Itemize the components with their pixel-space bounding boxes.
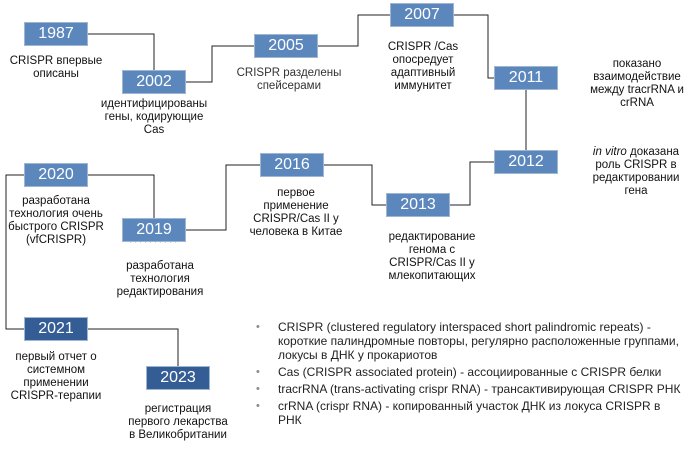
definition-text: tracrRNA (trans-activating crispr RNA) -… <box>278 382 681 396</box>
event-text-2005: CRISPR разделены спейсерами <box>236 67 342 92</box>
connector-2020-2021 <box>5 174 24 330</box>
year-box-2021: 2021 <box>24 317 88 341</box>
event-text-2012: in vitro доказана роль CRISPR в редактир… <box>584 146 688 198</box>
bullet-icon: • <box>256 400 260 412</box>
year-box-2020: 2020 <box>24 163 88 187</box>
year-box-2007: 2007 <box>390 3 454 27</box>
year-box-2016: 2016 <box>260 153 324 177</box>
year-box-2005: 2005 <box>254 34 318 58</box>
year-box-2023: 2023 <box>146 366 210 390</box>
event-text-2007: CRISPR /Cas опосредует адаптивный иммуни… <box>387 41 459 92</box>
year-box-2012: 2012 <box>494 150 558 174</box>
event-text-2012-rest: доказана роль CRISPR в редактировании ге… <box>592 146 680 197</box>
event-text-2011: показано взаимодействие между tracrRNA и… <box>590 58 684 109</box>
definition-item-cas: • Cas (CRISPR associated protein) - ассоц… <box>252 365 684 379</box>
connector-1987-2002 <box>88 33 155 70</box>
year-box-1987: 1987 <box>24 22 88 46</box>
event-text-2020: разработана технология очень быстрого CR… <box>8 195 104 246</box>
connector-2005-2007 <box>318 14 390 47</box>
definition-text: CRISPR (clustered regulatory interspaced… <box>278 320 679 362</box>
connector-2019-2020 <box>88 174 155 218</box>
event-text-2019: разработана технология редактирования <box>116 260 204 298</box>
event-text-2002: идентифицированы гены, кодирующие Cas <box>100 98 208 136</box>
event-text-2021: первый отчет о системном применении CRIS… <box>10 351 102 402</box>
definition-item-tracrrna: • tracrRNA (trans-activating crispr RNA) … <box>252 382 684 396</box>
year-box-2019: 2019 <box>122 218 186 242</box>
connector-2002-2005 <box>186 45 254 83</box>
connector-2013-2016 <box>324 164 386 206</box>
bullet-icon: • <box>256 366 260 378</box>
event-text-2012-italic: in vitro <box>592 146 627 158</box>
event-text-2013: редактирование генома с CRISPR/Cas II у … <box>388 231 476 282</box>
bullet-icon: • <box>256 321 260 333</box>
connector-2012-2013 <box>450 161 494 206</box>
definition-text: Cas (CRISPR associated protein) - ассоци… <box>278 365 662 379</box>
year-box-2002: 2002 <box>122 70 186 94</box>
definition-item-crrna: • crRNA (crispr RNA) - копированный участ… <box>252 399 684 427</box>
connector-2007-2011 <box>454 14 494 79</box>
connector-2016-2019 <box>186 164 260 231</box>
definition-text: crRNA (crispr RNA) - копированный участо… <box>278 399 661 427</box>
bullet-icon: • <box>256 383 260 395</box>
event-text-2016: первое применение CRISPR/Cas II у челове… <box>249 187 343 238</box>
year-box-2013: 2013 <box>386 193 450 217</box>
year-box-2011: 2011 <box>494 66 558 90</box>
event-text-1987: CRISPR впервые описаны <box>9 55 103 80</box>
definitions-list: • CRISPR (clustered regulatory interspace… <box>252 320 684 430</box>
definition-item-crispr: • CRISPR (clustered regulatory interspace… <box>252 320 684 362</box>
event-text-2023: регистрация первого лекарства в Великобр… <box>128 403 228 441</box>
connector-2021-2023 <box>88 328 179 366</box>
